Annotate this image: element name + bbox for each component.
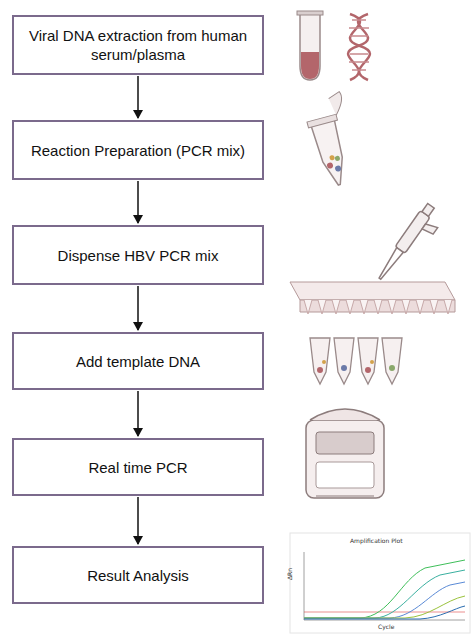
box-text: Add template DNA [76,352,200,371]
axis-label: Cycle [378,623,394,630]
process-box: Real time PCR [12,438,264,496]
flow-arrow [137,391,139,436]
axis-label: ΔRn [286,568,293,580]
flow-arrow [137,286,139,330]
dna-helix-icon [348,14,370,80]
process-box: Result Analysis [12,546,264,604]
flow-arrow [137,76,139,118]
process-box: Viral DNA extraction from human serum/pl… [12,15,264,75]
box-text: Viral DNA extraction from human serum/pl… [24,26,252,64]
process-box: Add template DNA [12,332,264,390]
test-tube-icon [297,11,323,80]
pipette-plate-icon [290,202,455,314]
process-box: Dispense HBV PCR mix [12,225,264,285]
flow-arrow [137,181,139,223]
microtube-icon [302,91,364,188]
plot-title: Amplification Plot [350,537,403,544]
box-text: Real time PCR [88,458,187,477]
box-text: Reaction Preparation (PCR mix) [31,141,245,160]
pcr-machine-icon [306,409,384,498]
flow-arrow [137,497,139,544]
amplification-plot [290,533,470,633]
process-box: Reaction Preparation (PCR mix) [12,120,264,180]
box-text: Result Analysis [87,566,189,585]
box-text: Dispense HBV PCR mix [58,246,219,265]
tube-strip-icon [310,338,402,384]
